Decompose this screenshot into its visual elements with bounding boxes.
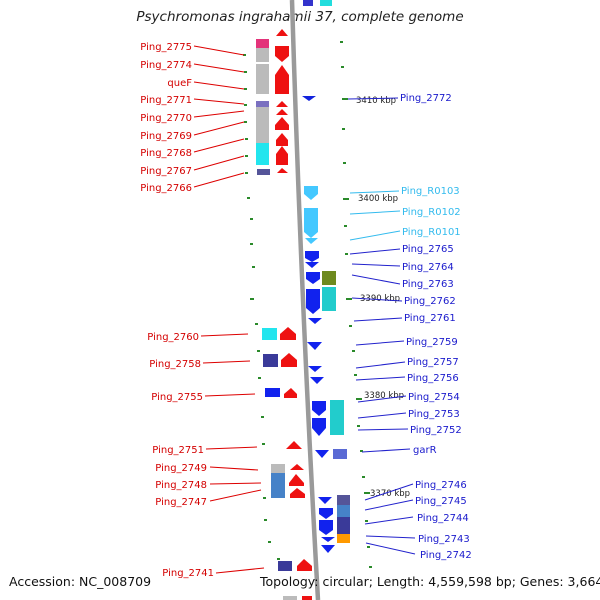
genome-backbone bbox=[289, 0, 321, 600]
gene-label: Ping_2770 bbox=[140, 113, 192, 124]
gene-label: Ping_2746 bbox=[415, 480, 467, 491]
ruler-tick-label: 3370 kbp bbox=[370, 489, 410, 499]
ruler-tick-label: 3380 kbp bbox=[364, 391, 404, 401]
gene-label: Ping_R0102 bbox=[402, 207, 461, 218]
gene-label: Ping_2757 bbox=[407, 357, 459, 368]
gene-label: Ping_2774 bbox=[140, 60, 192, 71]
gene-label: Ping_2775 bbox=[140, 42, 192, 53]
map-title: Psychromonas ingrahamii 37, complete gen… bbox=[136, 9, 464, 25]
gene-label: Ping_2764 bbox=[402, 262, 454, 273]
gene-label: Ping_2742 bbox=[420, 550, 472, 561]
gene-label: Ping_R0103 bbox=[401, 186, 460, 197]
gene-label: garR bbox=[413, 445, 437, 456]
gene-group-middle-right bbox=[307, 342, 350, 553]
ruler-tick-label: 3390 kbp bbox=[360, 294, 400, 304]
left-gene-labels: Ping_2775 Ping_2774 queF Ping_2771 Ping_… bbox=[140, 42, 214, 579]
right-ticks bbox=[340, 41, 372, 568]
gene-label: Ping_2749 bbox=[155, 463, 207, 474]
gene-label: Ping_2763 bbox=[402, 279, 454, 290]
gene-label: Ping_2772 bbox=[400, 93, 452, 104]
gene-label: Ping_2745 bbox=[415, 496, 467, 507]
gene-label: Ping_2761 bbox=[404, 313, 456, 324]
gene-group-bottom bbox=[278, 559, 312, 600]
gene-label: Ping_R0101 bbox=[402, 227, 461, 238]
gene-label: Ping_2760 bbox=[147, 332, 199, 343]
left-ticks bbox=[243, 54, 280, 560]
gene-label: Ping_2753 bbox=[408, 409, 460, 420]
gene-label: Ping_2743 bbox=[418, 534, 470, 545]
gene-label: Ping_2751 bbox=[152, 445, 204, 456]
gene-label: Ping_2766 bbox=[140, 183, 192, 194]
ruler-tick-label: 3410 kbp bbox=[356, 96, 396, 106]
gene-group-middle-left bbox=[262, 327, 305, 498]
gene-label: Ping_2741 bbox=[162, 568, 214, 579]
gene-label: Ping_2771 bbox=[140, 95, 192, 106]
gene-label: Ping_2754 bbox=[408, 392, 460, 403]
genome-summary: Topology: circular; Length: 4,559,598 bp… bbox=[260, 574, 600, 589]
gene-label: Ping_2768 bbox=[140, 148, 192, 159]
gene-label: Ping_2758 bbox=[149, 359, 201, 370]
accession-label: Accession: NC_008709 bbox=[9, 574, 152, 589]
gene-block bbox=[303, 0, 313, 6]
reverse-gene-group-top bbox=[302, 96, 336, 324]
gene-label: Ping_2752 bbox=[410, 425, 462, 436]
gene-block bbox=[320, 0, 332, 6]
gene-label: Ping_2767 bbox=[140, 166, 192, 177]
ruler-tick-label: 3400 kbp bbox=[358, 194, 398, 204]
forward-gene-group-top bbox=[256, 29, 289, 175]
gene-label: queF bbox=[167, 78, 192, 89]
gene-label: Ping_2747 bbox=[155, 497, 207, 508]
left-leader-lines bbox=[193, 45, 265, 574]
gene-label: Ping_2748 bbox=[155, 480, 207, 491]
gene-label: Ping_2756 bbox=[407, 373, 459, 384]
gene-label: Ping_2765 bbox=[402, 244, 454, 255]
gene-label: Ping_2755 bbox=[151, 392, 203, 403]
gene-label: Ping_2759 bbox=[406, 337, 458, 348]
right-gene-labels: Ping_2772 Ping_R0103 Ping_R0102 Ping_R01… bbox=[400, 93, 472, 561]
gene-label: Ping_2769 bbox=[140, 131, 192, 142]
gene-label: Ping_2744 bbox=[417, 513, 469, 524]
gene-label: Ping_2762 bbox=[404, 296, 456, 307]
right-leader-lines bbox=[347, 97, 416, 555]
